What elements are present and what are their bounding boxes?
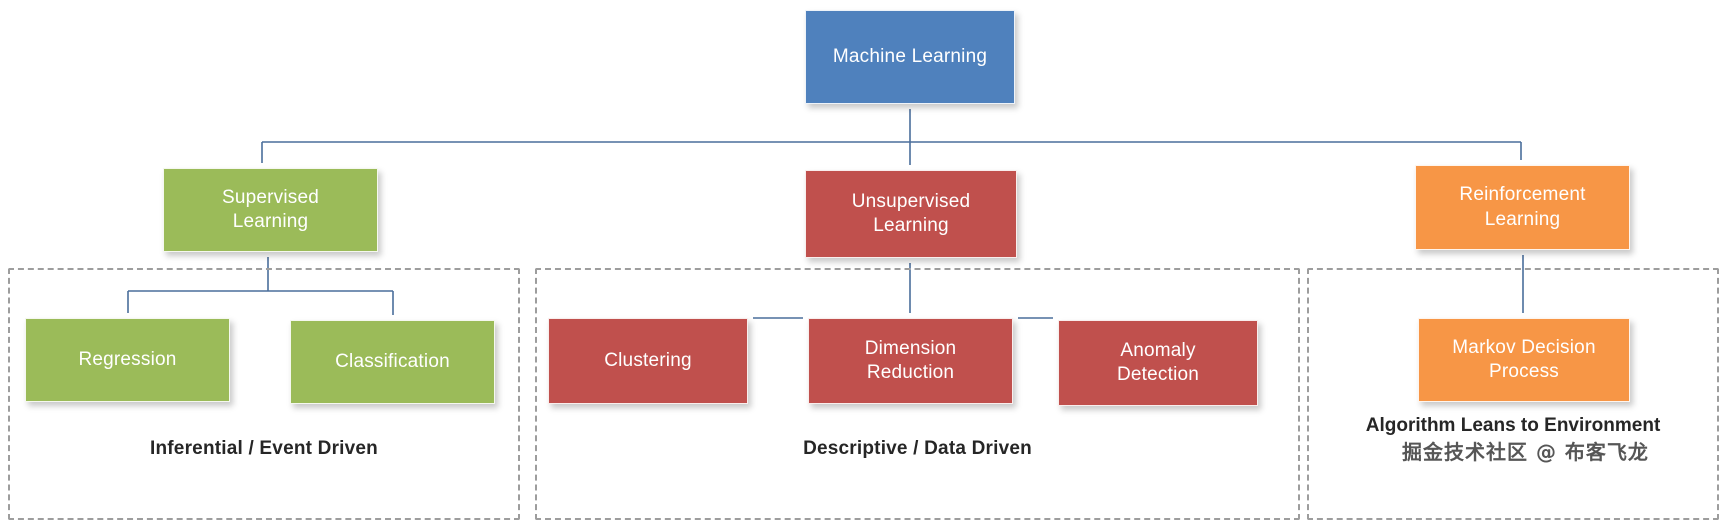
node-dimension-reduction-label-line2: Reduction	[866, 362, 955, 383]
node-anomaly-detection-label-line2: Detection	[1116, 364, 1200, 385]
node-markov-decision-process[interactable]: Markov Decision Process	[1418, 318, 1630, 402]
node-dimension-reduction-label-line1: Dimension	[864, 337, 957, 359]
node-reinforcement-learning-label-line1: Reinforcement	[1459, 184, 1586, 206]
group-reinforcement	[1307, 268, 1719, 520]
node-regression-label: Regression	[78, 348, 177, 370]
node-unsupervised-learning-label-line2: Learning	[873, 215, 949, 236]
node-classification[interactable]: Classification	[290, 320, 495, 404]
node-reinforcement-learning[interactable]: Reinforcement Learning	[1415, 165, 1630, 250]
node-anomaly-detection-label-line1: Anomaly	[1120, 339, 1196, 361]
group-inferential	[8, 268, 520, 520]
watermark-text: 掘金技术社区 @ 布客飞龙	[1402, 440, 1649, 464]
node-clustering[interactable]: Clustering	[548, 318, 748, 404]
group-reinforcement-caption: Algorithm Leans to Environment	[1307, 412, 1719, 440]
node-regression[interactable]: Regression	[25, 318, 230, 402]
rl-caption-line1: Algorithm Leans to	[1365, 415, 1539, 436]
node-unsupervised-learning-label-line1: Unsupervised	[851, 190, 971, 212]
group-descriptive	[535, 268, 1300, 520]
node-supervised-learning[interactable]: Supervised Learning	[163, 168, 378, 252]
node-machine-learning[interactable]: Machine Learning	[805, 10, 1015, 104]
node-machine-learning-label: Machine Learning	[832, 45, 988, 67]
node-clustering-label: Clustering	[604, 349, 692, 371]
node-classification-label: Classification	[335, 350, 450, 372]
node-reinforcement-learning-label-line2: Learning	[1484, 208, 1561, 230]
group-descriptive-label: Descriptive / Data Driven	[803, 438, 1032, 459]
node-unsupervised-learning[interactable]: Unsupervised Learning	[805, 170, 1017, 258]
node-supervised-learning-label-line1: Supervised	[221, 186, 320, 208]
node-dimension-reduction[interactable]: Dimension Reduction	[808, 318, 1013, 404]
group-inferential-label: Inferential / Event Driven	[150, 438, 378, 459]
rl-caption-line2: Environment	[1544, 415, 1661, 436]
node-anomaly-detection[interactable]: Anomaly Detection	[1058, 320, 1258, 406]
node-markov-decision-process-label-line1: Markov Decision	[1452, 336, 1596, 358]
node-markov-decision-process-label-line2: Process	[1488, 361, 1560, 382]
node-supervised-learning-label-line2: Learning	[232, 211, 309, 232]
